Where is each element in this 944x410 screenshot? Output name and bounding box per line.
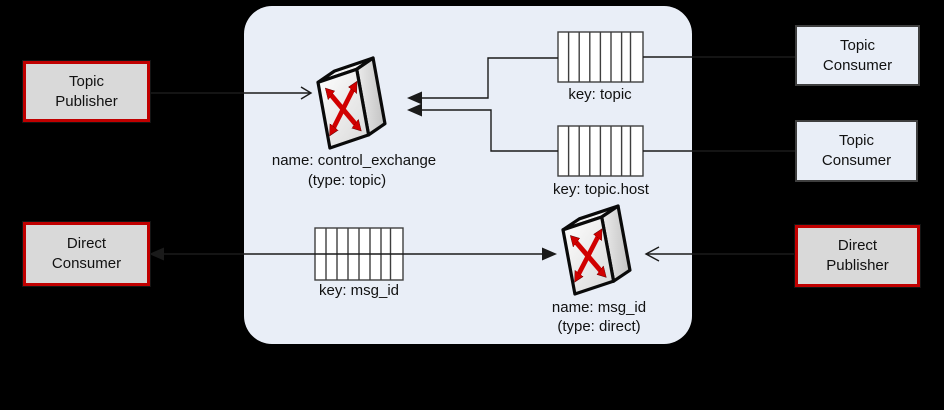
topic-consumer-1-label-line2: Consumer [822,56,893,74]
queue-topic-label: key: topic [568,86,632,103]
control-exchange-name-label: name: control_exchange [271,152,437,169]
queue-icon [557,125,644,177]
topic-consumer-box-1: Topic Consumer [795,25,920,86]
direct-consumer-box: Direct Consumer [22,221,151,287]
exchange-icon [563,206,630,294]
direct-exchange-name-label: name: msg_id [551,299,647,316]
direct-consumer-label-line2: Consumer [51,255,122,272]
queue-icon [557,31,644,83]
direct-publisher-label-line2: Publisher [826,257,889,274]
topic-consumer-box-2: Topic Consumer [795,120,918,182]
diagram-wires [150,56,795,262]
topic-publisher-label-line2: Publisher [55,92,118,110]
topic-consumer-2-label-line1: Topic [838,132,875,150]
direct-publisher-label-line1: Direct [837,237,878,255]
queue-msg-id-label: key: msg_id [318,282,400,299]
topic-publisher-label-line1: Topic [68,72,105,90]
wire-arrowheads [149,91,557,261]
exchange-icon [318,58,385,148]
direct-publisher-box: Direct Publisher [794,224,921,288]
direct-consumer-label-line1: Direct [66,235,107,253]
topic-consumer-2-label-line2: Consumer [821,152,892,169]
topic-publisher-box: Topic Publisher [22,60,151,123]
queue-topic-host-label: key: topic.host [553,181,649,198]
topic-consumer-1-label-line1: Topic [839,36,876,54]
control-exchange-type-label: (type: topic) [307,172,387,189]
direct-exchange-type-label: (type: direct) [557,318,641,335]
